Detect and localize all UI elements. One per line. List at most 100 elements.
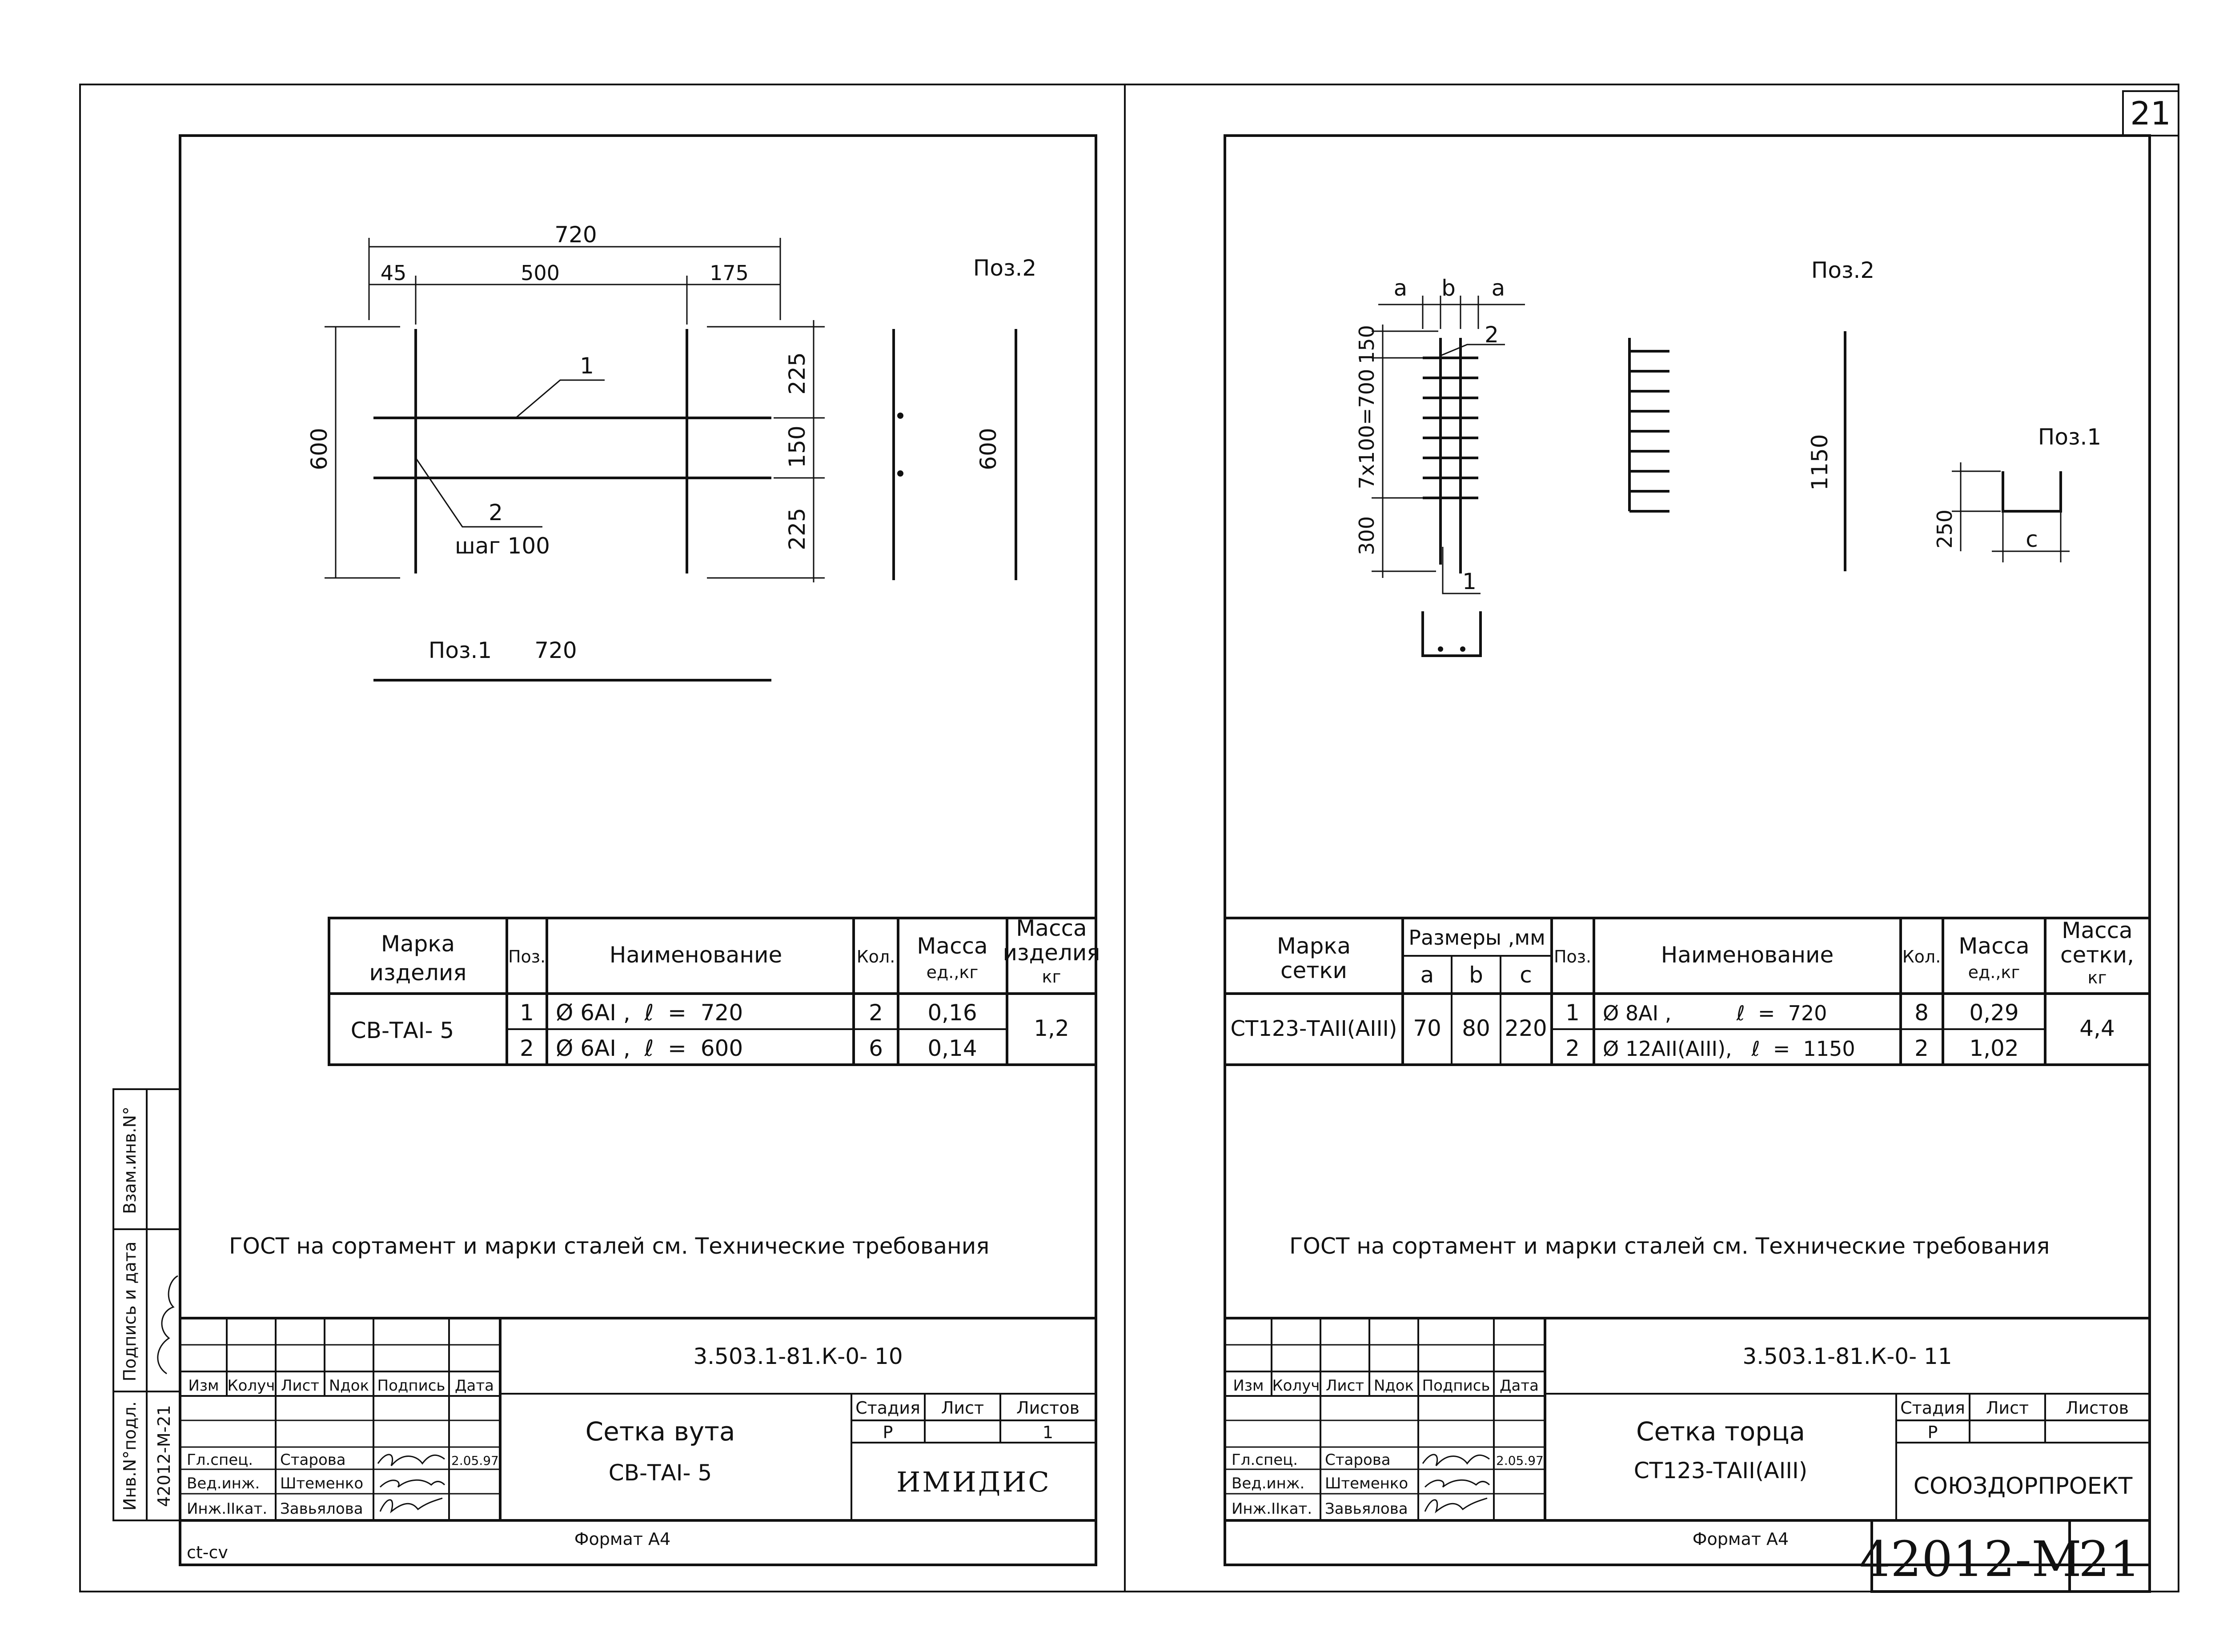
spec2-h-name: Наименование: [1661, 942, 1834, 968]
tb2-r2-name: Штеменко: [1325, 1475, 1408, 1492]
spec2-c: 220: [1505, 1015, 1547, 1041]
side-sign-label: Подпись и дата: [120, 1242, 140, 1382]
tb1-h-podpis: Подпись: [377, 1377, 445, 1395]
tb1-h-list: Лист: [281, 1377, 319, 1395]
spec1-h-massi-2: изделия: [1003, 940, 1100, 966]
dim-b: b: [1441, 275, 1456, 301]
spec2-h-c: c: [1520, 962, 1532, 988]
spec1-r2-pos: 2: [520, 1035, 534, 1061]
tb2-r2-signature: [1424, 1479, 1490, 1488]
spec2-h-b: b: [1469, 962, 1483, 988]
tb2-h-sheets: Листов: [2066, 1398, 2129, 1418]
spec2-total-mass: 4,4: [2079, 1015, 2115, 1041]
dim-a-left: a: [1394, 275, 1408, 301]
pos2-label: Поз.2: [973, 255, 1036, 281]
pos1-label: Поз.1: [429, 638, 492, 663]
spec2-h-pos: Поз.: [1554, 947, 1591, 966]
tb2-title-1: Сетка торца: [1636, 1416, 1805, 1447]
tb2-r1-signature: [1422, 1454, 1490, 1466]
tb1-h-ndok: Nдок: [329, 1377, 369, 1395]
tb1-h-koluch: Колуч: [228, 1377, 275, 1395]
tb1-code: 3.503.1-81.К-0- 10: [693, 1343, 903, 1369]
tb2-h-stadia: Стадия: [1900, 1398, 1965, 1418]
spec1-h-qty: Кол.: [857, 947, 895, 966]
sheet2-gost-note: ГОСТ на сортамент и марки сталей см. Тех…: [1289, 1233, 2050, 1259]
bottom-code-box: 42012-М 21: [1859, 1519, 2151, 1593]
tb1-h-izm: Изм: [188, 1377, 219, 1395]
step-label: шаг 100: [455, 533, 550, 559]
spec2-h-massu-2: ед.,кг: [1968, 962, 2020, 982]
dim-150: 150: [784, 425, 810, 468]
tb2-r1-date: 2.05.97: [1496, 1453, 1544, 1468]
format-label-right: Формат А4: [1693, 1529, 1789, 1549]
spec2-h-mark-1: Марка: [1277, 933, 1351, 959]
spec2-r1-name: Ø 8АI , ℓ = 720: [1603, 1001, 1827, 1025]
spec1-h-name: Наименование: [610, 942, 782, 968]
spec1-r1-qty: 2: [869, 1000, 883, 1026]
spec2-r1-qty: 8: [1914, 1000, 1929, 1026]
spec1-h-massi-3: кг: [1042, 967, 1061, 986]
outer-frame-left: [79, 84, 1126, 1592]
pos2-length: 600: [975, 428, 1001, 470]
tb2-h-ndok: Nдок: [1374, 1377, 1414, 1395]
sheet2-title-block: Изм Колуч Лист Nдок Подпись Дата Гл.спец…: [1225, 1317, 2150, 1522]
tb1-r2-signature: [379, 1479, 445, 1488]
spec1-h-mark-1: Марка: [381, 931, 455, 957]
dim-height: 600: [306, 428, 332, 470]
dim-300: 300: [1355, 516, 1379, 555]
spec1-r2-name: Ø 6АI , ℓ = 600: [556, 1035, 743, 1061]
tb1-h-sheet: Лист: [941, 1398, 984, 1418]
side-vzam-label: Взам.инв.N°: [120, 1107, 140, 1214]
side-signature: [157, 1275, 178, 1375]
tb1-org: ИМИДИС: [896, 1466, 1051, 1498]
sheet2-pos1-label: Поз.1: [2038, 424, 2101, 450]
tb2-h-list: Лист: [1326, 1377, 1364, 1395]
pos1-length: 720: [534, 638, 577, 663]
spec1-total-mass: 1,2: [1034, 1015, 1069, 1041]
spec2-r2-qty: 2: [1914, 1035, 1929, 1061]
bottom-sheet-no: 21: [2079, 1531, 2141, 1588]
tb2-r2-role: Вед.инж.: [1232, 1475, 1304, 1492]
spec1-h-massu-1: Масса: [917, 933, 987, 959]
sheet2-spec-table: Марка сетки Размеры ,мм a b c Поз. Наиме…: [1224, 917, 2151, 1066]
spec2-h-sizes: Размеры ,мм: [1408, 926, 1545, 950]
spec2-h-massm-2: сетки,: [2060, 942, 2134, 968]
spec2-h-qty: Кол.: [1902, 947, 1941, 966]
sheet2-pos2-length: 1150: [1807, 434, 1833, 490]
bottom-code: 42012-М: [1859, 1531, 2082, 1588]
leader-2: 2: [489, 500, 503, 525]
spec2-h-a: a: [1420, 962, 1434, 988]
sheet1-drawing: 720 45 500 175 600 225 150 225 1 2 шаг 1…: [306, 222, 1036, 682]
spec1-h-pos: Поз.: [508, 947, 546, 966]
tb1-r3-role: Инж.IIкат.: [187, 1500, 267, 1518]
dim-175: 175: [710, 261, 749, 285]
dim-250: 250: [1933, 509, 1957, 549]
spec1-r1-pos: 1: [520, 1000, 534, 1026]
tb2-r3-name: Завьялова: [1325, 1500, 1408, 1518]
sheet2-pos2-label: Поз.2: [1811, 257, 1874, 283]
spec2-r1-mass: 0,29: [1969, 1000, 2018, 1026]
sheet1-spec-table: Марка изделия Поз. Наименование Кол. Мас…: [328, 915, 1100, 1066]
page-number: 21: [2130, 95, 2171, 132]
dim-150-s2: 150: [1355, 325, 1379, 364]
dim-total-width: 720: [554, 222, 597, 248]
spec1-h-massi-1: Масса: [1016, 915, 1087, 941]
tb2-title-2: СТ123-ТАII(АIII): [1634, 1458, 1808, 1484]
outer-frame-right: [1124, 84, 2179, 1592]
spec2-r2-name: Ø 12АII(АIII), ℓ = 1150: [1603, 1037, 1855, 1061]
tb2-r3-role: Инж.IIкат.: [1232, 1500, 1312, 1518]
spec2-h-massm-1: Масса: [2062, 918, 2132, 943]
cv-mark: ct-cv: [187, 1543, 228, 1562]
sheet2-leader-2: 2: [1485, 322, 1499, 348]
tb2-r3-signature: [1424, 1497, 1488, 1514]
sheet1-gost-note: ГОСТ на сортамент и марки сталей см. Тех…: [229, 1233, 989, 1259]
spec2-h-mark-2: сетки: [1280, 958, 1347, 983]
tb2-h-sheet: Лист: [1986, 1398, 2029, 1418]
tb2-stadia: Р: [1928, 1423, 1938, 1442]
inner-frame-right: [1224, 134, 2151, 1566]
dim-45: 45: [381, 261, 407, 285]
tb2-r1-name: Старова: [1325, 1451, 1391, 1469]
tb1-sheets: 1: [1043, 1423, 1053, 1442]
spec1-h-massu-2: ед.,кг: [927, 962, 979, 982]
